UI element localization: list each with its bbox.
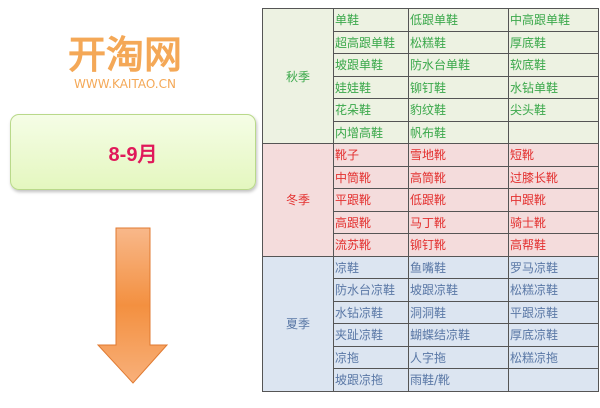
category-cell: 内增高鞋 <box>333 120 409 144</box>
season-label: 秋季 <box>262 8 334 144</box>
table-row: 花朵鞋豹纹鞋尖头鞋 <box>263 98 599 122</box>
category-cell: 雪地靴 <box>408 143 509 167</box>
kaitao-watermark-logo: 开淘网 WWW.KAITAO.CN <box>68 33 182 91</box>
category-cell: 坡跟凉鞋 <box>408 278 509 302</box>
category-cell: 厚底凉鞋 <box>508 323 599 347</box>
category-cell: 防水台凉鞋 <box>333 278 409 302</box>
svg-text:WWW.KAITAO.CN: WWW.KAITAO.CN <box>74 77 176 91</box>
category-cell: 低跟靴 <box>408 188 509 212</box>
table-row: 流苏靴铆钉靴高帮鞋 <box>263 233 599 257</box>
category-cell: 雨鞋/靴 <box>408 368 509 392</box>
category-cell <box>508 368 599 392</box>
category-cell: 罗马凉鞋 <box>508 255 599 279</box>
category-cell: 平跟靴 <box>333 188 409 212</box>
category-cell: 坡跟单鞋 <box>333 53 409 77</box>
season-label: 夏季 <box>262 255 334 392</box>
category-cell: 单鞋 <box>333 8 409 32</box>
category-cell: 铆钉靴 <box>408 233 509 257</box>
table-row: 夹趾凉鞋蝴蝶结凉鞋厚底凉鞋 <box>263 323 599 347</box>
category-cell: 凉拖 <box>333 345 409 369</box>
category-cell: 短靴 <box>508 143 599 167</box>
table-row: 秋季单鞋低跟单鞋中高跟单鞋 <box>262 8 599 144</box>
category-cell: 骑士靴 <box>508 210 599 234</box>
category-cell: 鱼嘴鞋 <box>408 255 509 279</box>
table-row: 水钻凉鞋洞洞鞋平跟凉鞋 <box>263 300 599 324</box>
category-cell: 马丁靴 <box>408 210 509 234</box>
period-box: 8-9月 <box>10 114 256 190</box>
category-cell: 尖头鞋 <box>508 98 599 122</box>
category-cell: 靴子 <box>333 143 409 167</box>
category-cell: 夹趾凉鞋 <box>333 323 409 347</box>
category-cell: 中高跟单鞋 <box>508 8 599 32</box>
category-cell: 坡跟凉拖 <box>333 368 409 392</box>
category-cell: 高跟靴 <box>333 210 409 234</box>
category-cell: 中跟靴 <box>508 188 599 212</box>
category-cell: 帆布鞋 <box>408 120 509 144</box>
category-cell: 水钻凉鞋 <box>333 300 409 324</box>
table-row: 防水台凉鞋坡跟凉鞋松糕凉鞋 <box>263 278 599 302</box>
category-cell: 松糕鞋 <box>408 30 509 54</box>
category-cell: 高筒靴 <box>408 165 509 189</box>
table-row: 坡跟凉拖雨鞋/靴 <box>263 368 599 392</box>
table-row: 平跟靴低跟靴中跟靴 <box>263 188 599 212</box>
table-row: 夏季凉鞋鱼嘴鞋罗马凉鞋 <box>262 255 599 392</box>
period-label: 8-9月 <box>108 143 158 166</box>
category-cell: 中筒靴 <box>333 165 409 189</box>
category-cell: 凉鞋 <box>333 255 409 279</box>
category-cell: 松糕凉拖 <box>508 345 599 369</box>
category-cell: 铆钉鞋 <box>408 75 509 99</box>
category-cell: 超高跟单鞋 <box>333 30 409 54</box>
shoe-category-table: 秋季单鞋低跟单鞋中高跟单鞋超高跟单鞋松糕鞋厚底鞋坡跟单鞋防水台单鞋软底鞋娃娃鞋铆… <box>262 8 599 392</box>
category-cell: 低跟单鞋 <box>408 8 509 32</box>
table-row: 冬季靴子雪地靴短靴 <box>262 143 599 257</box>
category-cell: 人字拖 <box>408 345 509 369</box>
down-arrow-icon <box>96 227 169 384</box>
category-cell: 水钻单鞋 <box>508 75 599 99</box>
table-row: 凉拖人字拖松糕凉拖 <box>263 345 599 369</box>
table-row: 超高跟单鞋松糕鞋厚底鞋 <box>263 30 599 54</box>
table-row: 坡跟单鞋防水台单鞋软底鞋 <box>263 53 599 77</box>
svg-text:开淘网: 开淘网 <box>68 33 182 77</box>
table-row: 高跟靴马丁靴骑士靴 <box>263 210 599 234</box>
category-cell: 花朵鞋 <box>333 98 409 122</box>
category-cell: 防水台单鞋 <box>408 53 509 77</box>
category-cell: 娃娃鞋 <box>333 75 409 99</box>
category-cell: 厚底鞋 <box>508 30 599 54</box>
category-cell: 平跟凉鞋 <box>508 300 599 324</box>
category-cell: 豹纹鞋 <box>408 98 509 122</box>
category-cell: 洞洞鞋 <box>408 300 509 324</box>
table-row: 中筒靴高筒靴过膝长靴 <box>263 165 599 189</box>
category-cell: 流苏靴 <box>333 233 409 257</box>
category-cell: 过膝长靴 <box>508 165 599 189</box>
season-label: 冬季 <box>262 143 334 257</box>
category-cell: 软底鞋 <box>508 53 599 77</box>
table-row: 内增高鞋帆布鞋 <box>263 120 599 144</box>
category-cell: 松糕凉鞋 <box>508 278 599 302</box>
category-cell: 高帮鞋 <box>508 233 599 257</box>
category-cell: 蝴蝶结凉鞋 <box>408 323 509 347</box>
category-cell <box>508 120 599 144</box>
